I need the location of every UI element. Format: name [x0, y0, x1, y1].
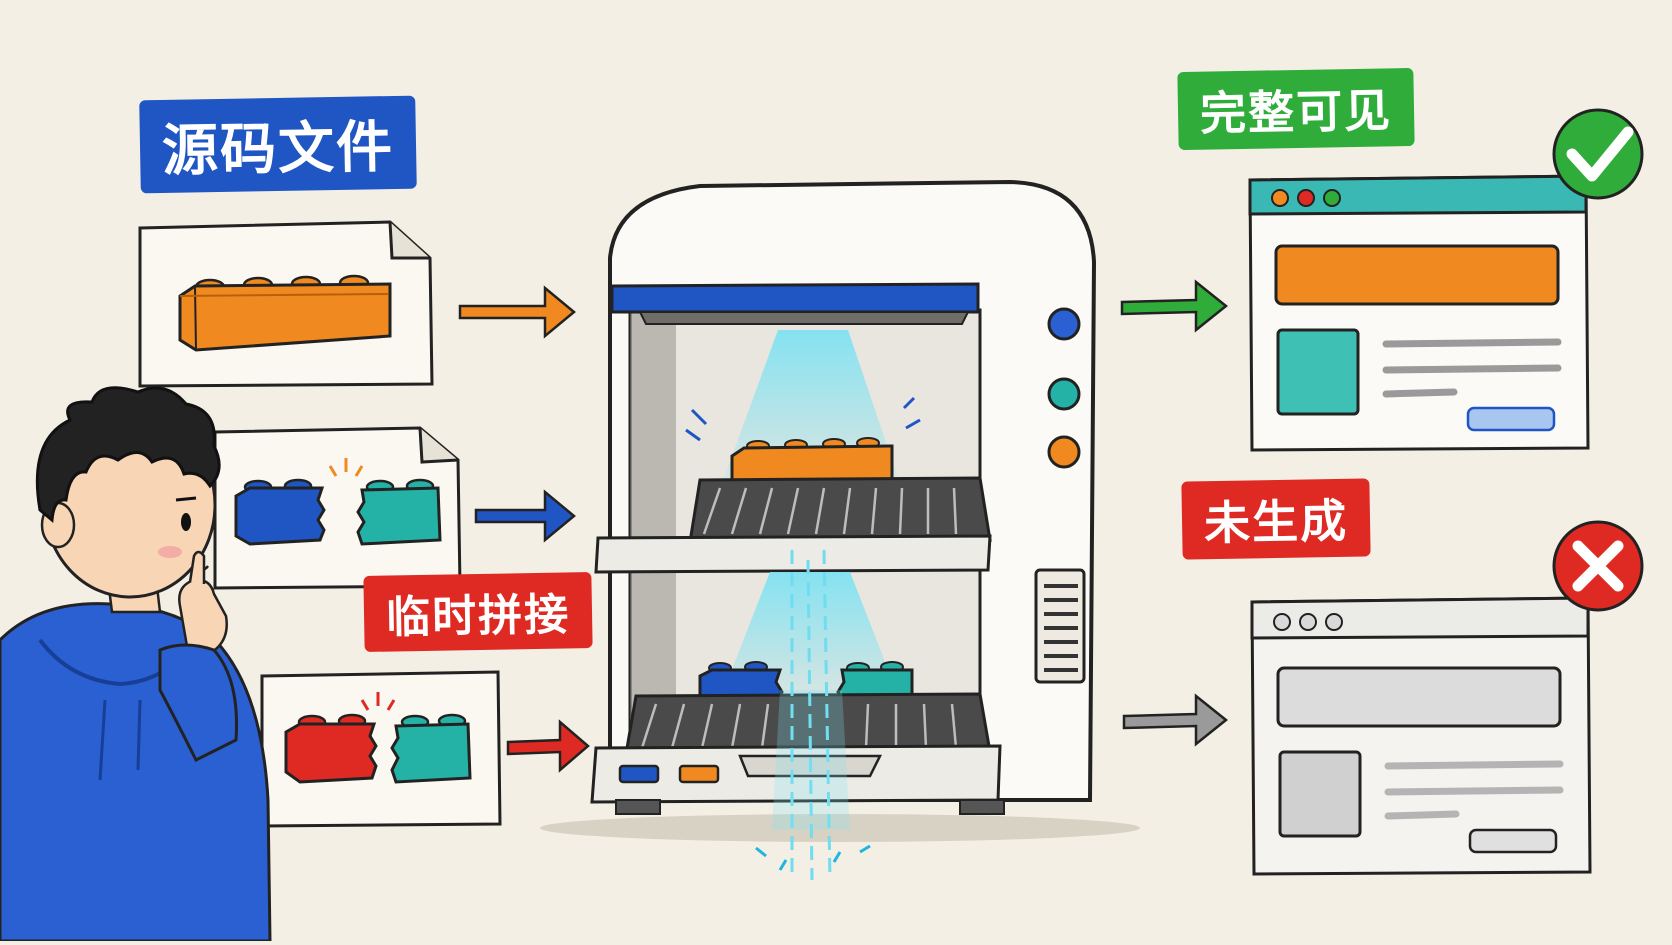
label-fully-visible: 完整可见 — [1177, 67, 1415, 151]
arrow-orange — [458, 285, 576, 339]
x-circle-icon — [1552, 520, 1644, 612]
spark-icon — [360, 692, 396, 711]
label-source-files: 源码文件 — [139, 95, 417, 194]
blue-brick-half — [234, 478, 326, 546]
red-brick-half — [284, 713, 378, 784]
arrow-blue — [474, 489, 576, 543]
label-temporary-splice: 临时拼接 — [363, 572, 593, 652]
arrow-red — [506, 719, 590, 773]
spark-icon — [328, 458, 364, 477]
browser-window-failure — [1250, 596, 1592, 876]
sparkle-icon — [755, 844, 871, 871]
check-circle-icon — [1552, 108, 1644, 200]
machine-buttons — [1047, 307, 1081, 469]
arrow-green — [1120, 279, 1229, 333]
arrow-gray — [1122, 693, 1229, 747]
orange-brick — [178, 274, 392, 352]
sparkle-icon — [685, 396, 921, 442]
machine — [540, 179, 1140, 881]
label-not-generated: 未生成 — [1181, 478, 1371, 560]
shelf-2 — [590, 692, 1002, 804]
source-file-3 — [260, 670, 502, 828]
person-thinking — [0, 386, 272, 943]
teal-brick-half — [356, 478, 442, 546]
machine-vent — [1034, 568, 1086, 684]
source-file-1 — [138, 220, 434, 388]
teal-brick-half-2 — [390, 713, 472, 784]
source-file-2 — [213, 426, 462, 590]
browser-window-success — [1248, 174, 1590, 452]
